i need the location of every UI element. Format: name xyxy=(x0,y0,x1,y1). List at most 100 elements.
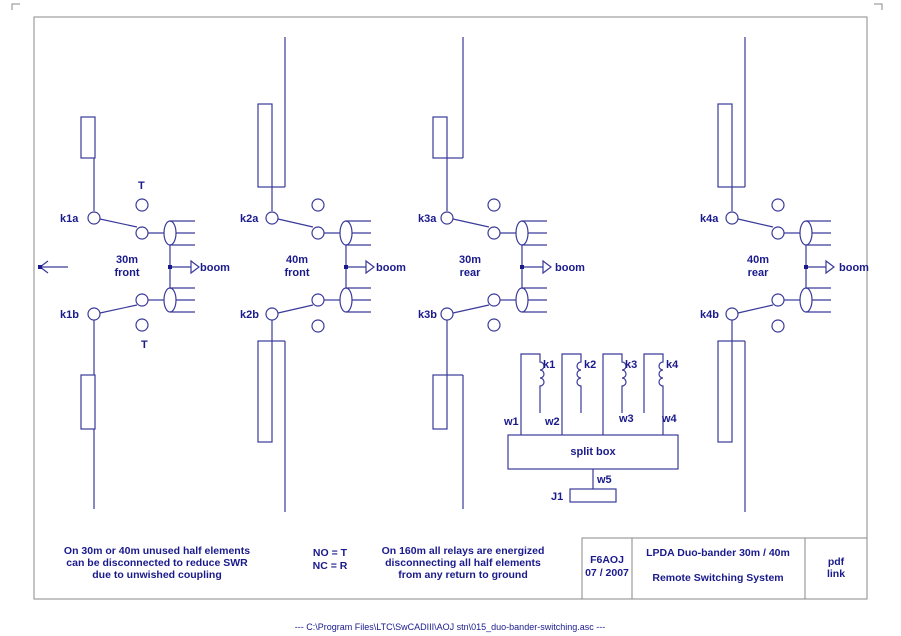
coil-label-k2: k2 xyxy=(584,359,596,371)
note-energized-line-2: disconnecting all half elements xyxy=(385,557,541,569)
note-unused-line-2: can be disconnected to reduce SWR xyxy=(66,557,248,569)
half-element-top-k2 xyxy=(257,103,273,188)
relay-contact-no-bottom-k1 xyxy=(135,293,149,307)
half-element-bottom-k4 xyxy=(717,340,733,443)
terminal-bottom-k4 xyxy=(771,319,785,333)
wire-label-w1: w1 xyxy=(503,416,519,428)
relay-contact-k2b xyxy=(265,307,279,321)
terminal-label-bottom: T xyxy=(141,339,148,351)
terminal-bottom-k2 xyxy=(311,319,325,333)
coax-bottom-k3 xyxy=(515,287,529,313)
terminal-label-top: T xyxy=(138,180,145,192)
band-label-k2: 40m xyxy=(286,254,308,266)
band-label-k3: 30m xyxy=(459,254,481,266)
relay-arm-bottom-k1 xyxy=(99,304,138,314)
notes: On 30m or 40m unused half elements can b… xyxy=(64,545,544,581)
relay-stage-k1: k1a k1b T T 30m front boom xyxy=(38,116,230,509)
position-label-k3: rear xyxy=(460,267,482,279)
half-element-top-k4 xyxy=(717,103,733,188)
split-box-assembly: split box k1 k2 k3 k4 w1 w2 w3 w4 w5 J1 xyxy=(503,353,679,503)
half-element-bottom-k3 xyxy=(432,374,448,430)
relay-arm-bottom-k2 xyxy=(277,304,314,314)
drawing-title: LPDA Duo-bander 30m / 40m xyxy=(646,547,790,559)
contact-label-k4a: k4a xyxy=(700,213,719,225)
relay-contact-no-bottom-k4 xyxy=(771,293,785,307)
relay-arm-bottom-k3 xyxy=(452,304,490,314)
relay-contact-k3b xyxy=(440,307,454,321)
position-label-k2: front xyxy=(284,267,309,279)
relay-contact-no-top-k4 xyxy=(771,226,785,240)
contact-label-k2b: k2b xyxy=(240,309,259,321)
boom-label-k2: boom xyxy=(376,262,406,274)
coax-bottom-k2 xyxy=(339,287,353,313)
relay-stage-k2: k2a k2b 40m front boom xyxy=(240,37,406,512)
coil-label-k4: k4 xyxy=(666,359,679,371)
author-callsign: F6AOJ xyxy=(590,554,624,566)
half-element-bottom-k2 xyxy=(257,340,273,443)
relay-contact-k1b xyxy=(87,307,101,321)
pdf-link-line-2[interactable]: link xyxy=(827,568,845,580)
terminal-T-top xyxy=(135,198,149,212)
boom-arrow-icon xyxy=(825,259,835,275)
file-path-footer: --- C:\Program Files\LTC\SwCADIII\AOJ st… xyxy=(295,622,605,632)
drawing-date: 07 / 2007 xyxy=(585,567,629,579)
note-energized-line-3: from any return to ground xyxy=(398,569,528,581)
split-box-label: split box xyxy=(570,446,616,458)
relay-contact-no-bottom-k3 xyxy=(487,293,501,307)
title-block: F6AOJ 07 / 2007 LPDA Duo-bander 30m / 40… xyxy=(581,537,868,600)
relay-arm-top-k3 xyxy=(452,218,490,228)
relay-coil-k4 xyxy=(643,353,664,413)
relay-coil-k3 xyxy=(602,353,627,413)
wire-label-w5: w5 xyxy=(596,474,612,486)
terminal-top-k3 xyxy=(487,198,501,212)
position-label-k4: rear xyxy=(748,267,770,279)
note-unused-line-1: On 30m or 40m unused half elements xyxy=(64,545,250,557)
relay-arm-top-k2 xyxy=(277,218,314,228)
boom-label-k3: boom xyxy=(555,262,585,274)
sheet-frame xyxy=(11,3,883,600)
wire-label-w4: w4 xyxy=(661,413,678,425)
relay-contact-no-top-k3 xyxy=(487,226,501,240)
note-contacts-nc: NC = R xyxy=(313,560,348,572)
boom-arrow-icon xyxy=(542,259,552,275)
relay-contact-no-top-k1 xyxy=(135,226,149,240)
coax-top-k3 xyxy=(515,220,529,246)
feed-point xyxy=(38,265,42,269)
relay-stage-k4: k4a k4b 40m rear boom xyxy=(700,37,869,512)
relay-contact-k4a xyxy=(725,211,739,225)
coax-bottom-k1 xyxy=(163,287,177,313)
half-element-top-k1 xyxy=(80,116,96,159)
contact-label-k3b: k3b xyxy=(418,309,437,321)
relay-contact-k1a xyxy=(87,211,101,225)
terminal-T-bottom xyxy=(135,318,149,332)
relay-contact-no-bottom-k2 xyxy=(311,293,325,307)
coax-top-k4 xyxy=(799,220,813,246)
drawing-subtitle: Remote Switching System xyxy=(652,572,783,584)
coax-top-k1 xyxy=(163,220,177,246)
contact-label-k1b: k1b xyxy=(60,309,79,321)
note-energized-line-1: On 160m all relays are energized xyxy=(382,545,545,557)
boom-junction-k3 xyxy=(520,265,524,269)
wire-label-w2: w2 xyxy=(544,416,560,428)
relay-stage-k3: k3a k3b 30m rear boom xyxy=(418,37,585,509)
contact-label-k4b: k4b xyxy=(700,309,719,321)
band-label-k4: 40m xyxy=(747,254,769,266)
split-box xyxy=(507,434,679,470)
pdf-link-line-1[interactable]: pdf xyxy=(828,556,845,568)
note-unused-line-3: due to unwished coupling xyxy=(92,569,222,581)
relay-contact-no-top-k2 xyxy=(311,226,325,240)
coil-label-k3: k3 xyxy=(625,359,637,371)
relay-contact-k4b xyxy=(725,307,739,321)
boom-junction-k2 xyxy=(344,265,348,269)
note-contacts-no: NO = T xyxy=(313,547,348,559)
coax-bottom-k4 xyxy=(799,287,813,313)
corner-mark-left xyxy=(11,3,20,10)
boom-label-k4: boom xyxy=(839,262,869,274)
terminal-top-k2 xyxy=(311,198,325,212)
boom-label-k1: boom xyxy=(200,262,230,274)
position-label-k1: front xyxy=(114,267,139,279)
coax-top-k2 xyxy=(339,220,353,246)
wire-label-w3: w3 xyxy=(618,413,634,425)
drawing-border xyxy=(33,16,868,600)
